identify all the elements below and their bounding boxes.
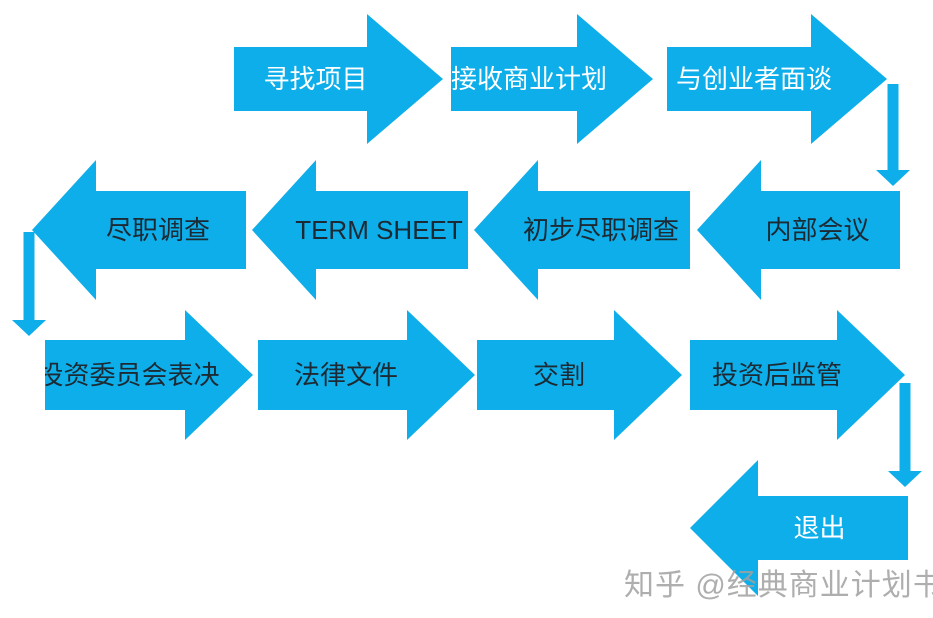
step-term-sheet: TERM SHEET	[252, 160, 468, 300]
step-investment-committee-vote: 投资委员会表决	[45, 310, 253, 440]
down-connector-row3-to-row4	[888, 383, 922, 487]
step-closing: 交割	[477, 310, 682, 440]
step-receive-business-plan: 接收商业计划	[451, 14, 653, 144]
step-label: 接收商业计划	[451, 64, 608, 94]
step-internal-meeting: 内部会议	[697, 160, 900, 300]
step-preliminary-due-diligence: 初步尽职调查	[474, 160, 690, 300]
down-connector-row2-to-row3	[12, 232, 46, 336]
step-label: 与创业者面谈	[675, 64, 832, 94]
step-label: 寻找项目	[263, 64, 368, 94]
step-find-project: 寻找项目	[234, 14, 443, 144]
down-connector-row1-to-row2	[876, 84, 910, 186]
step-label: 尽职调查	[105, 215, 210, 245]
step-label: 投资委员会表决	[37, 360, 220, 390]
step-due-diligence: 尽职调查	[32, 160, 246, 300]
step-label: 内部会议	[765, 215, 870, 245]
step-legal-documents: 法律文件	[258, 310, 475, 440]
zhihu-watermark: 知乎 @经典商业计划书	[624, 569, 933, 602]
step-label: 初步尽职调查	[522, 215, 679, 245]
step-label: TERM SHEET	[295, 215, 463, 245]
step-label: 交割	[532, 360, 585, 390]
step-label: 退出	[793, 513, 846, 543]
step-label: 法律文件	[293, 360, 398, 390]
step-interview-founders: 与创业者面谈	[667, 14, 887, 144]
step-label: 投资后监管	[711, 360, 842, 390]
step-post-investment-supervision: 投资后监管	[690, 310, 905, 440]
